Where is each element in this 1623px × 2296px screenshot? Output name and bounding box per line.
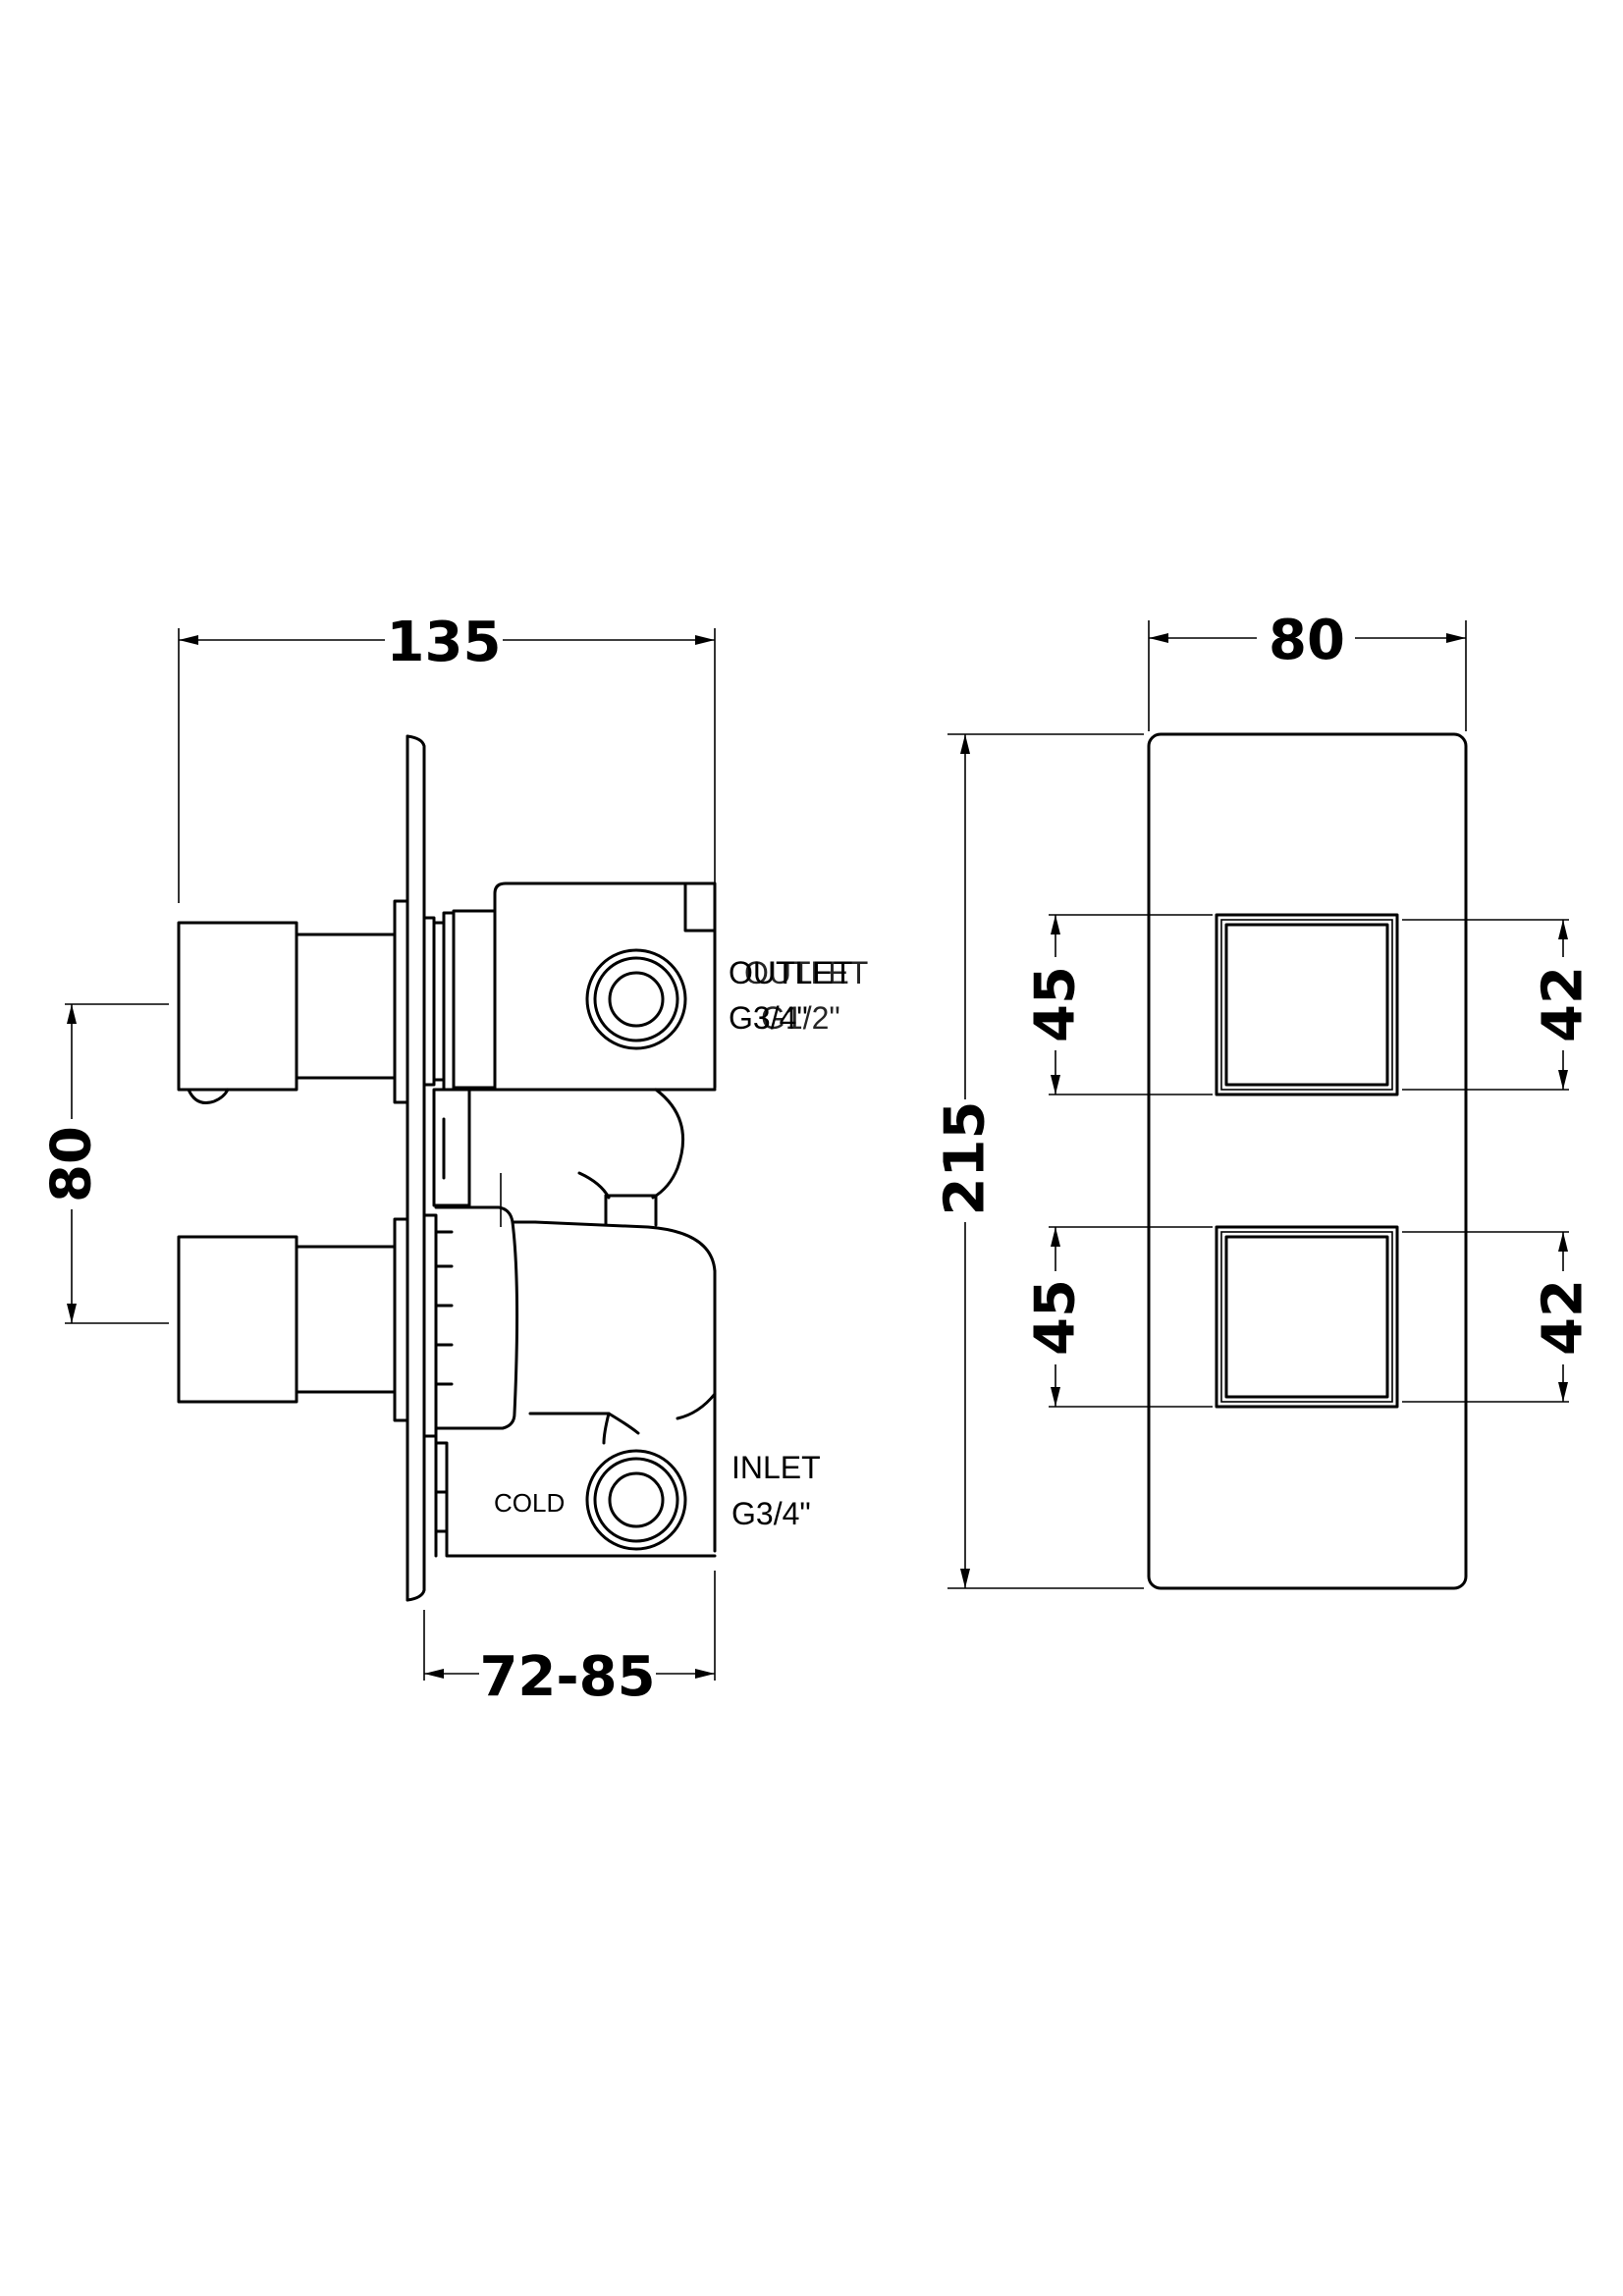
dim-label-handle-spacing: 80: [40, 1126, 104, 1202]
inlet-port: [585, 1449, 687, 1551]
dim-upper-handle-outer: 45: [1024, 915, 1088, 1095]
outlet-label: OUTLET: [729, 955, 852, 990]
dim-plate-width: 80: [1149, 609, 1466, 672]
dim-wall-depth: 72-85: [424, 1645, 715, 1709]
upper-handle-side: [177, 899, 456, 1104]
dim-label-plate-height: 215: [934, 1101, 998, 1216]
dim-label-side-width: 135: [387, 611, 502, 674]
outlet-label-overlap: OUTLET: [744, 955, 868, 990]
dim-label-upper-handle-inner: 42: [1532, 966, 1596, 1042]
dim-side-width: 135: [179, 611, 715, 674]
dim-upper-handle-inner: 42: [1532, 920, 1596, 1090]
inlet-size-label: G3/4": [731, 1496, 811, 1531]
dim-plate-height: 215: [934, 734, 998, 1588]
dim-lower-handle-outer: 45: [1024, 1227, 1088, 1407]
dim-handle-spacing: 80: [40, 1004, 104, 1323]
dim-label-lower-handle-outer: 45: [1024, 1279, 1088, 1356]
dim-label-upper-handle-outer: 45: [1024, 966, 1088, 1042]
outlet-port: [585, 948, 687, 1050]
dim-label-lower-handle-inner: 42: [1532, 1279, 1596, 1356]
outlet-size-label-overlap: G1/2": [761, 1000, 840, 1036]
front-view: 80 215 45: [934, 609, 1596, 1590]
valve-body: [432, 881, 717, 1558]
side-view: 135 80: [40, 611, 869, 1709]
upper-handle-front: [1215, 913, 1399, 1096]
lower-handle-front: [1215, 1225, 1399, 1409]
inlet-label: INLET: [731, 1450, 821, 1485]
dim-lower-handle-inner: 42: [1532, 1232, 1596, 1402]
dim-label-plate-width: 80: [1269, 609, 1345, 672]
lower-handle-side: [177, 1213, 438, 1438]
dim-label-wall-depth: 72-85: [479, 1645, 655, 1709]
outlet-size-label: G3/4": [729, 1000, 808, 1036]
cold-label: COLD: [494, 1488, 565, 1518]
front-plate: [1147, 732, 1468, 1590]
wall-plate-side: [406, 734, 426, 1602]
